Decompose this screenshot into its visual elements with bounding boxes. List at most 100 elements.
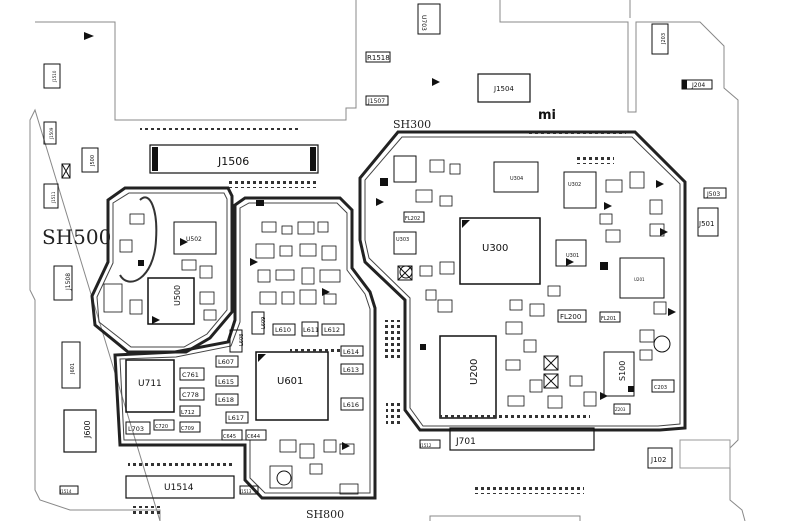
l618-label: L618 [218,396,234,404]
j701-label: J701 [455,437,476,447]
u711-label: U711 [138,379,162,389]
mi-logo: mi [538,108,556,123]
c720-label: C720 [155,424,168,430]
j501-label: J501 [698,220,714,228]
z203-outline [613,403,631,415]
l613-label: L613 [343,366,359,374]
pad-rows [128,128,626,514]
sh800-passive-labels: L610 L611 L612 L614 L613 L616 L607 L615 … [125,311,364,441]
shield-sh300 [358,130,687,432]
l611-label: L611 [303,326,319,334]
j1507-label: J1507 [367,98,385,105]
shield-sh500-inner [96,192,228,348]
j204-label: J204 [691,82,705,89]
fl201-outline [599,311,621,323]
z203-label: Z203 [615,407,626,412]
u1514-outline [125,475,235,499]
u703-label: U703 [420,15,427,31]
s100-label: S100 [618,361,627,381]
u301-label: U301 [566,253,579,259]
c761-label: C761 [182,371,199,379]
u500-label: U500 [173,285,182,306]
u304-outline [493,161,539,193]
j1510-label: J1510 [52,70,57,83]
u302-outline [563,171,597,209]
u300-outline [459,217,541,285]
l609-label: L609 [261,317,267,329]
board-notch-bottom [679,439,731,469]
u200-outline [439,335,497,419]
sh800-label: SH800 [306,508,344,521]
l614-label: L614 [343,348,359,356]
j1511-label: J1511 [51,191,56,204]
c203-outline [651,379,675,393]
j1507-outline [365,95,389,106]
u502-label: U502 [186,236,202,243]
u502-outline [173,221,217,255]
j1513-outline [239,485,259,495]
j1506-pin-right [310,147,316,171]
j500-outline [81,147,99,173]
l617-label: L617 [228,414,244,422]
u201-label: U201 [634,277,645,282]
u303-outline [393,231,417,255]
board-outline [29,0,746,521]
j601-label: J601 [70,363,76,375]
fl201-label: FL201 [601,316,616,322]
j102-outline [647,447,673,469]
l615-label: L615 [218,378,234,386]
j203-label: J203 [661,33,667,45]
fl200-label: FL200 [560,313,581,321]
j601-outline [61,341,81,389]
s100-outline [603,351,635,397]
j1506-outline [149,144,319,174]
u302-label: U302 [568,182,581,188]
j1512-outline [419,439,441,449]
j1510-outline [43,63,61,89]
shield-sh500-loop [119,196,158,283]
component-markers [84,32,676,450]
j500-label: J500 [90,155,96,167]
l610-label: L610 [275,326,291,334]
j1504-outline [477,73,531,103]
l616-label: L616 [343,401,359,409]
sh300-label: SH300 [393,118,431,131]
c709-label: C709 [181,426,194,432]
u601-label: U601 [277,376,303,387]
j1513-label: J1513 [239,489,252,494]
u304-label: U304 [510,176,523,182]
l612-label: L612 [324,326,340,334]
via-circle-2 [653,335,671,353]
j1508-label: J1508 [65,273,72,291]
u703-outline [417,3,441,35]
c645-label: C645 [223,434,236,440]
j102-label: J102 [650,456,666,464]
u201-outline [619,257,665,299]
j501-outline [697,207,719,237]
l703-label: L703 [128,425,144,433]
j1509-label: J1509 [49,127,54,140]
c778-label: C778 [182,391,199,399]
u711-outline [125,359,175,413]
chip-u305-outline [393,155,417,183]
j503-label: J503 [706,191,720,198]
j204-pin [682,80,687,89]
u601-pin1 [258,354,266,362]
l607-label: L607 [218,358,234,366]
l608-label: L608 [239,334,245,346]
u300-label: U300 [482,243,508,254]
fl202-outline [403,211,425,223]
l712-label: L712 [181,410,195,416]
j1511-outline [43,183,59,209]
sh500-label: SH500 [42,225,111,249]
j1509-outline [43,121,57,145]
r1518-outline [365,51,391,63]
u300-pin1 [462,220,470,228]
j1506-label: J1506 [217,155,249,168]
j503-outline [703,187,727,199]
x-marks [61,163,559,389]
fl200-outline [557,309,587,323]
u200-label: U200 [469,359,480,385]
u301-outline [555,239,587,267]
